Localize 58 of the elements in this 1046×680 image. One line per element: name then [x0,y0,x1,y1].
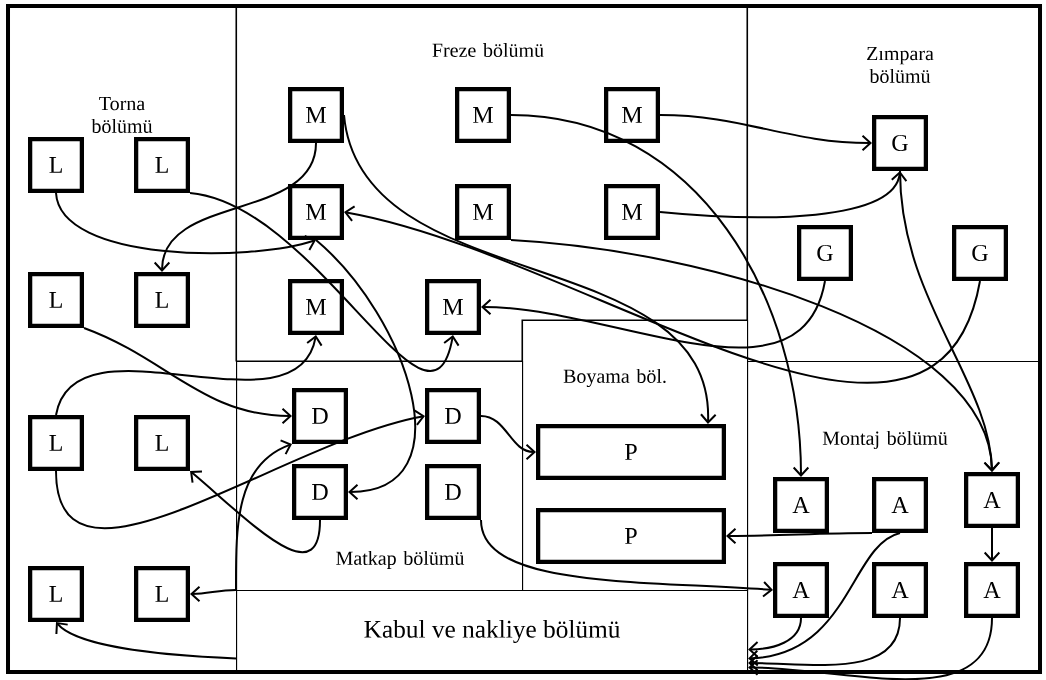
flow-arrow [55,622,237,660]
machine-box: L [28,137,84,193]
flow-arrow [480,519,773,598]
flow-arrow [748,617,901,672]
machine-box: L [134,566,190,622]
machine-box: M [288,279,344,335]
machine-box: P [536,424,726,480]
department-area: Kabul ve nakliye bölümü [236,590,749,674]
machine-box: G [872,115,928,171]
machine-box: G [952,225,1008,281]
machine-box: D [292,388,348,444]
machine-box: A [964,562,1020,618]
flow-arrow [659,171,908,219]
flow-arrow [235,439,292,591]
machine-box: D [292,464,348,520]
machine-box: M [288,184,344,240]
flow-arrow [748,617,802,658]
machine-box: L [134,415,190,471]
flow-arrow [189,192,460,372]
machine-box: M [288,87,344,143]
flow-arrow [480,415,536,461]
machine-box: D [425,388,481,444]
machine-box: L [28,566,84,622]
flow-arrow [748,617,993,680]
machine-box: L [134,137,190,193]
flow-arrow [190,585,237,603]
flow-arrow [899,170,1001,472]
machine-box: A [872,562,928,618]
flow-arrow [190,470,321,553]
machine-box: L [28,415,84,471]
machine-box: A [964,472,1020,528]
machine-box: M [455,87,511,143]
machine-box: L [28,272,84,328]
flow-arrow [55,409,425,529]
flow-arrow [748,532,901,667]
machine-box: D [425,464,481,520]
flow-arrow [55,335,323,416]
machine-box: M [604,184,660,240]
machine-box: P [536,508,726,564]
machine-box: A [773,562,829,618]
flow-arrow [510,114,810,477]
flow-arrow [153,142,317,272]
machine-box: A [872,477,928,533]
machine-box: M [604,87,660,143]
flow-arrow [315,239,416,501]
flow-arrow [344,205,981,384]
flow-arrow [659,114,872,152]
machine-box: L [134,272,190,328]
flow-arrow [343,114,717,424]
machine-box: M [425,279,481,335]
machine-box: A [773,477,829,533]
flow-arrow [983,527,1001,562]
machine-box: M [455,184,511,240]
machine-box: G [797,225,853,281]
flow-arrow [55,192,316,255]
flow-arrow [83,327,292,425]
flow-arrow [726,527,873,545]
flow-arrow [481,280,826,349]
